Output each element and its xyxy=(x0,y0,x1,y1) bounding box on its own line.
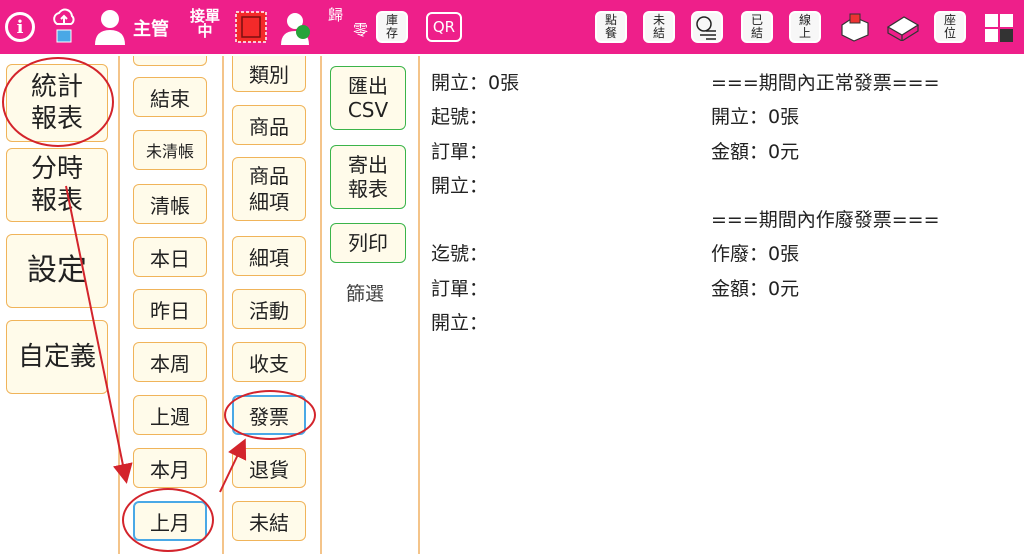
period-this-week-button[interactable]: 本周 xyxy=(133,342,207,382)
category-income-expense-button[interactable]: 收支 xyxy=(232,342,306,382)
period-this-month-button[interactable]: 本月 xyxy=(133,448,207,488)
category-detail-button[interactable]: 細項 xyxy=(232,236,306,276)
reset-change-button[interactable]: 歸 零 xyxy=(328,6,368,39)
layout-grid-icon[interactable] xyxy=(984,13,1014,43)
stop-order-icon[interactable] xyxy=(234,10,268,44)
send-report-button[interactable]: 寄出報表 xyxy=(330,145,406,209)
annotation-circle xyxy=(122,488,214,552)
period-today-button[interactable]: 本日 xyxy=(133,237,207,277)
settings-button[interactable]: 設定 xyxy=(6,234,108,308)
top-toolbar: i 主管 接單 中 歸 零 庫存 QR 點餐 未結 已結 線上 xyxy=(0,0,1024,54)
scrolled-button-edge xyxy=(133,56,207,66)
report-left-line: 訂單： xyxy=(431,278,489,300)
category-product-detail-button[interactable]: 商品細項 xyxy=(232,157,306,221)
period-last-week-button[interactable]: 上週 xyxy=(133,395,207,435)
report-left-line: 迄號： xyxy=(431,243,489,265)
report-right-line: 開立：0張 xyxy=(711,106,800,128)
category-type-button[interactable]: 類別 xyxy=(232,56,306,92)
report-right-line: 作廢：0張 xyxy=(711,243,800,265)
report-right-line: ===期間內正常發票=== xyxy=(711,72,940,94)
manager-label[interactable]: 主管 xyxy=(133,19,169,40)
column-divider xyxy=(418,56,420,554)
report-left-line: 開立： xyxy=(431,312,489,334)
report-right-line: 金額：0元 xyxy=(711,141,800,163)
hourly-report-button[interactable]: 分時報表 xyxy=(6,148,108,222)
unsettled-button[interactable]: 未結 xyxy=(643,11,675,43)
order-meal-button[interactable]: 點餐 xyxy=(595,11,627,43)
period-end-button[interactable]: 結束 xyxy=(133,77,207,117)
category-returns-button[interactable]: 退貨 xyxy=(232,448,306,488)
print-button[interactable]: 列印 xyxy=(330,223,406,263)
column-divider xyxy=(118,56,120,554)
report-left-line: 訂單： xyxy=(431,141,489,163)
column-divider xyxy=(222,56,224,554)
category-product-button[interactable]: 商品 xyxy=(232,105,306,145)
annotation-circle xyxy=(2,57,114,147)
category-unsettled-button[interactable]: 未結 xyxy=(232,501,306,541)
report-right-line: ===期間內作廢發票=== xyxy=(711,209,940,231)
period-yesterday-button[interactable]: 昨日 xyxy=(133,289,207,329)
cloud-upload-icon[interactable] xyxy=(52,8,76,46)
info-icon[interactable]: i xyxy=(5,12,35,42)
accept-orders-button[interactable]: 接單 中 xyxy=(189,7,220,40)
report-left-line: 起號： xyxy=(431,106,489,128)
staff-user-icon[interactable] xyxy=(279,10,315,46)
seating-button[interactable]: 座位 xyxy=(934,11,966,43)
online-button[interactable]: 線上 xyxy=(789,11,821,43)
report-left-line: 開立： xyxy=(431,175,489,197)
period-unsettled-button[interactable]: 未清帳 xyxy=(133,130,207,170)
settled-button[interactable]: 已結 xyxy=(741,11,773,43)
cash-register-icon[interactable] xyxy=(885,13,921,43)
column-divider xyxy=(320,56,322,554)
inventory-button[interactable]: 庫存 xyxy=(376,11,408,43)
annotation-circle xyxy=(224,390,316,440)
sub-order-icon[interactable] xyxy=(691,11,723,43)
category-promotion-button[interactable]: 活動 xyxy=(232,289,306,329)
report-right-line: 金額：0元 xyxy=(711,278,800,300)
qr-button[interactable]: QR xyxy=(426,12,462,42)
custom-button[interactable]: 自定義 xyxy=(6,320,108,394)
period-settle-button[interactable]: 清帳 xyxy=(133,184,207,224)
filter-label[interactable]: 篩選 xyxy=(346,283,385,305)
manager-user-icon[interactable] xyxy=(93,8,127,46)
receipt-printer-icon[interactable] xyxy=(838,11,872,43)
report-left-line: 開立：0張 xyxy=(431,72,520,94)
